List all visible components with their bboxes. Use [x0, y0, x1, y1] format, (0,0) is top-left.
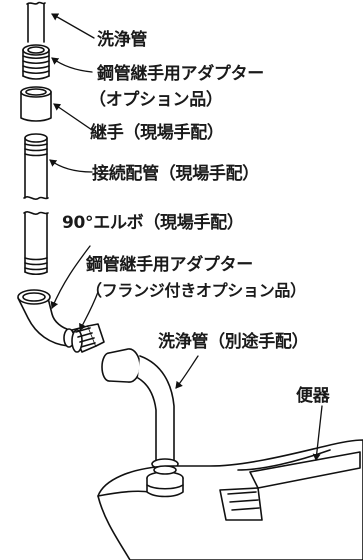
- label-steel-adapter-line1: 鋼管継手用アダプター: [97, 64, 264, 84]
- label-elbow-90: 90°エルボ（現場手配）: [62, 213, 244, 233]
- connecting-pipe: [23, 133, 49, 200]
- label-connecting-pipe: 接続配管（現場手配）: [92, 164, 259, 184]
- toilet: [97, 439, 363, 560]
- label-coupling: 継手（現場手配）: [90, 123, 224, 143]
- elbow-90: [17, 289, 75, 348]
- label-flush-pipe-top: 洗浄管: [97, 30, 148, 50]
- label-flush-pipe-bottom: 洗浄管（別途手配）: [158, 332, 309, 352]
- steel-adapter: [22, 44, 50, 80]
- coupling: [20, 86, 52, 122]
- flush-pipe-bottom: [101, 348, 179, 470]
- label-flanged-adapter-line2: （フランジ付きオプション品）: [86, 281, 306, 300]
- label-steel-adapter-line2: （オプション品）: [89, 90, 223, 110]
- flush-pipe-top: [26, 1, 46, 43]
- connecting-pipe-lower: [23, 211, 49, 276]
- label-flanged-adapter-line1: 鋼管継手用アダプター: [86, 255, 253, 275]
- label-toilet: 便器: [296, 386, 330, 406]
- leader-lines: [49, 13, 323, 461]
- flanged-adapter: [71, 323, 105, 353]
